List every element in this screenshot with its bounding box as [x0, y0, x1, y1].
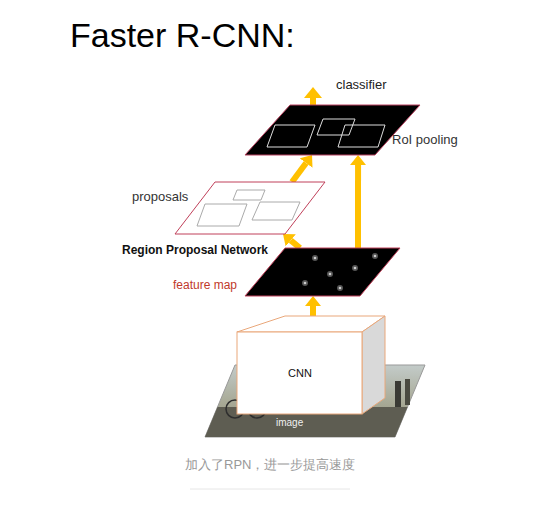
cnn-box: CNN [237, 332, 362, 414]
activation-dot [372, 253, 378, 259]
caption-rule [190, 489, 350, 490]
flow-arrow [310, 306, 316, 316]
flow-arrow [291, 240, 300, 248]
roi-pooling-layer: RoI pooling [245, 105, 420, 155]
person-figure [405, 379, 410, 405]
layer-plane [245, 248, 400, 296]
region-outline [252, 202, 300, 220]
layer-outline [245, 105, 420, 155]
activation-dot [304, 282, 307, 285]
proposals-layer: proposals [175, 182, 325, 234]
layer-label: CNN [288, 367, 312, 380]
region-outline [233, 190, 265, 200]
layer-plane [205, 365, 425, 437]
network-label: Region Proposal Network [122, 244, 268, 258]
layer-plane [245, 105, 420, 155]
layer-plane [175, 182, 325, 234]
activation-dot [354, 267, 357, 270]
flow-arrow [355, 165, 361, 248]
activation-dot [314, 257, 317, 260]
output-arrow-head [304, 87, 322, 98]
layer-label: feature map [173, 279, 237, 293]
activation-dot [337, 285, 343, 291]
layer-label: image [276, 417, 303, 429]
activation-dot [329, 273, 332, 276]
box-top-face [237, 316, 385, 332]
activation-dot [312, 255, 318, 261]
output-label: classifier [336, 78, 387, 93]
page-title: Faster R-CNN: [70, 16, 295, 55]
bicycle-wheel [248, 400, 266, 418]
feature-map-layer: feature map [245, 248, 400, 296]
region-outline [267, 125, 315, 147]
box-side-face [362, 316, 385, 414]
layer-outline [175, 182, 325, 234]
layer-outline [245, 248, 400, 296]
box-front-face [237, 332, 362, 414]
figure-caption: 加入了RPN，进一步提高速度 [185, 458, 355, 473]
activation-dot [327, 271, 333, 277]
flow-arrow [292, 163, 306, 182]
layer-label: RoI pooling [392, 133, 458, 148]
layer-label: proposals [132, 190, 188, 205]
activation-dot [374, 255, 377, 258]
road-strip [205, 407, 408, 437]
activation-dot [302, 280, 308, 286]
region-outline [338, 125, 385, 147]
activation-dot [339, 287, 342, 290]
bicycle-wheel [226, 400, 244, 418]
region-outline [317, 119, 355, 135]
person-figure [395, 381, 401, 407]
activation-dot [352, 265, 358, 271]
region-outline [197, 204, 247, 226]
